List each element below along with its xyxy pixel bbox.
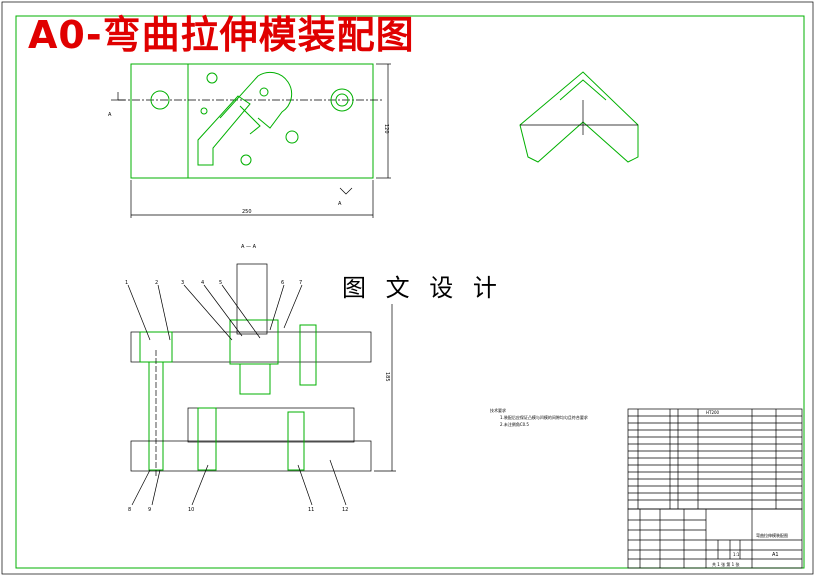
title-block: 弯曲拉伸模装配图 A1 1:1 共 1 张 第 1 张 HT200	[627, 410, 803, 569]
svg-text:9: 9	[148, 507, 151, 513]
material-cell: HT200	[706, 410, 720, 415]
side-view	[519, 71, 639, 163]
dim-height-top: 120	[383, 124, 389, 134]
drawing-name-cell: 弯曲拉伸模装配图	[756, 532, 788, 538]
leader-lines	[127, 284, 347, 506]
scale-cell: 1:1	[733, 552, 740, 557]
svg-text:8: 8	[128, 507, 131, 513]
tech-requirement-1: 1.装配后应保证凸模与凹模的间隙均匀且符合要求	[500, 414, 588, 420]
section-label: A — A	[241, 244, 257, 250]
part-number-labels: 1 2 3 4 5 6 7 8 9 10 11 12	[125, 280, 348, 513]
tech-requirement-2: 2.未注倒角C0.5	[500, 421, 529, 427]
svg-text:3: 3	[181, 280, 184, 286]
size-cell: A1	[772, 552, 779, 558]
view-marker-left: A	[108, 112, 112, 118]
svg-text:5: 5	[219, 280, 222, 286]
svg-text:6: 6	[281, 280, 284, 286]
dim-height-front: 185	[384, 372, 390, 382]
drawing-title: A0-弯曲拉伸模装配图	[28, 13, 415, 57]
watermark-text: 图 文 设 计	[338, 272, 507, 304]
parts-list-table	[627, 408, 803, 510]
svg-text:4: 4	[201, 280, 204, 286]
view-marker-bottom: A	[338, 201, 342, 207]
svg-text:7: 7	[299, 280, 302, 286]
svg-text:11: 11	[308, 507, 314, 513]
svg-text:12: 12	[342, 507, 348, 513]
svg-text:2: 2	[155, 280, 158, 286]
front-section-view	[130, 263, 396, 478]
inner-frame	[15, 15, 805, 569]
svg-text:10: 10	[188, 507, 194, 513]
svg-text:1: 1	[125, 280, 128, 286]
tech-requirements-heading: 技术要求	[490, 407, 506, 413]
top-view	[111, 63, 391, 218]
dim-width-top: 250	[242, 209, 252, 215]
sheet-cell: 共 1 张 第 1 张	[712, 561, 739, 567]
